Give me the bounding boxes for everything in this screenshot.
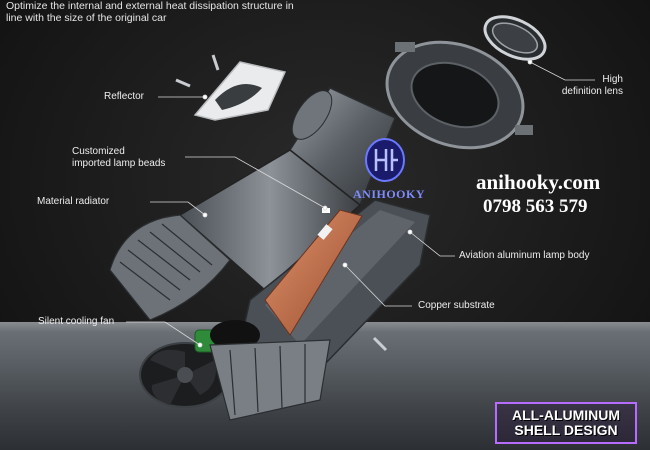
label-high-definition-lens: High definition lens xyxy=(561,74,623,97)
label-aviation-aluminum-body: Aviation aluminum lamp body xyxy=(459,250,590,261)
website-text: anihooky.com xyxy=(476,170,601,194)
screw-part xyxy=(372,336,388,352)
label-silent-cooling-fan: Silent cooling fan xyxy=(38,316,115,327)
copper-substrate-part xyxy=(264,208,363,336)
badge-line-1: ALL-ALUMINUM xyxy=(511,407,621,423)
bayonet-ring-part xyxy=(385,40,533,150)
headline-text: Optimize the internal and external heat … xyxy=(6,0,294,24)
label-reflector: Reflector xyxy=(104,91,145,102)
lens-part xyxy=(483,15,547,61)
radiator-fins-part xyxy=(109,214,231,321)
reflector-part xyxy=(175,54,287,121)
rear-sleeve-part xyxy=(209,339,331,421)
phone-number: 0798 563 579 xyxy=(483,196,588,217)
brand-name: ANIHOOKY xyxy=(353,187,426,201)
brand-logo-icon xyxy=(365,138,405,182)
badge-line-2: SHELL DESIGN xyxy=(514,422,618,438)
label-copper-substrate: Copper substrate xyxy=(418,300,495,311)
label-material-radiator: Material radiator xyxy=(37,196,110,207)
label-lamp-beads: Customized imported lamp beads xyxy=(72,146,166,169)
all-aluminum-badge: ALL-ALUMINUM SHELL DESIGN xyxy=(495,402,637,444)
outer-shell-part xyxy=(178,87,396,292)
